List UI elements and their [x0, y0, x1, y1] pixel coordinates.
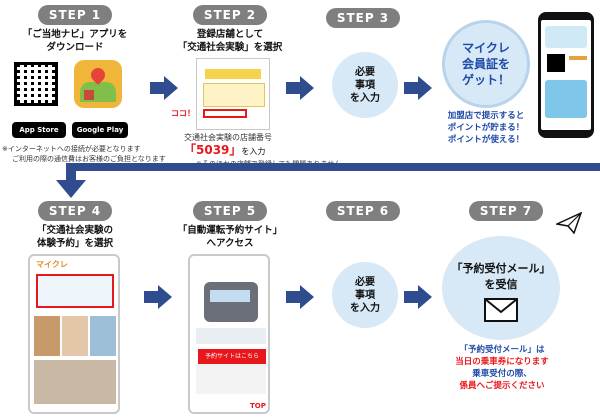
arrow-right-icon [404, 76, 432, 100]
connector-line-down [66, 163, 76, 185]
mail-received-circle: 「予約受付メール」 を受信 [442, 236, 560, 340]
arrow-right-icon [404, 285, 432, 309]
step1-caption: 「ご当地ナビ」アプリを ダウンロード [22, 29, 128, 53]
reservation-site-button[interactable]: 予約サイトはこちら [198, 349, 266, 364]
qr-code [14, 62, 58, 106]
koko-label: ココ！ [171, 109, 195, 118]
step1-label: STEP 1 [38, 5, 112, 25]
shop-number-label: 交通社会実験の店舗番号 [184, 133, 272, 142]
google-play-button[interactable]: Google Play [72, 122, 128, 138]
connector-line [70, 163, 600, 171]
step5-caption: 「自動運転予約サイト」 へアクセス [177, 225, 283, 249]
shop-number-row: 「5039」を入力 [184, 143, 266, 157]
benefit-text: 加盟店で提示すると ポイントが貯まる！ ポイントが使える！ [447, 111, 525, 145]
app-name: マイクレ [36, 260, 68, 269]
step6-label: STEP 6 [326, 201, 400, 221]
step7-note: 「予約受付メール」は 当日の乗車券になります 乗車受付の際、 係員へご提示くださ… [455, 345, 549, 391]
step6-input-circle: 必要 事項 を入力 [332, 262, 398, 328]
arrow-down-icon [56, 180, 86, 198]
shop-number: 「5039」 [184, 143, 242, 157]
step2-caption: 登録店舗として 「交通社会実験」を選択 [177, 29, 283, 53]
step5-label: STEP 5 [193, 201, 267, 221]
arrow-right-icon [144, 285, 172, 309]
step4-label: STEP 4 [38, 201, 112, 221]
gotouchi-navi-app-icon [74, 60, 122, 108]
step5-screenshot: 予約サイトはこちら TOP [188, 254, 270, 414]
step2-screenshot [196, 58, 270, 130]
step2-label: STEP 2 [193, 5, 267, 25]
arrow-right-icon [286, 76, 314, 100]
arrow-right-icon [150, 76, 178, 100]
arrow-right-icon [286, 285, 314, 309]
member-card-phone [538, 12, 594, 138]
paper-plane-icon [556, 212, 582, 234]
step3-label: STEP 3 [326, 8, 400, 28]
envelope-icon [484, 298, 518, 322]
step3-input-circle: 必要 事項 を入力 [332, 52, 398, 118]
top-link[interactable]: TOP [250, 402, 266, 410]
step1-note: ※インターネットへの接続が必要となります ご利用の際の通信費はお客様のご負担とな… [2, 145, 166, 163]
step4-screenshot: マイクレ [28, 254, 120, 414]
app-store-button[interactable]: App Store [12, 122, 66, 138]
step4-caption: 「交通社会実験の 体験予約」を選択 [36, 225, 113, 249]
step7-label: STEP 7 [469, 201, 543, 221]
member-card-badge: マイクレ 会員証を ゲット！ [442, 20, 530, 108]
